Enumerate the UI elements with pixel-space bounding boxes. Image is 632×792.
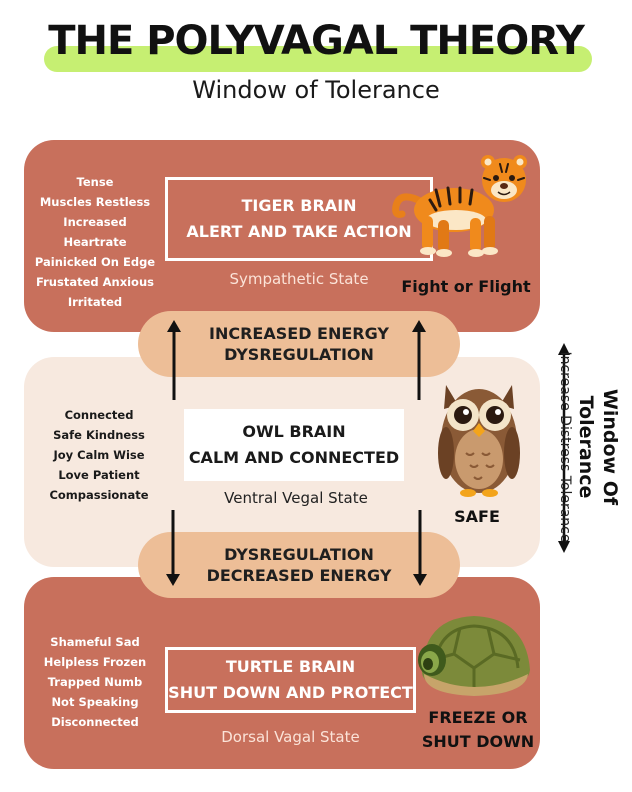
turtle-brain-title: TURTLE BRAIN	[225, 657, 356, 676]
owl-illustration-icon	[438, 385, 520, 497]
freeze-label-line1: FREEZE OR	[428, 708, 528, 727]
pill-down-line2: DECREASED ENERGY	[206, 566, 392, 585]
window-of-tolerance-title: Window Of Tolerance	[575, 388, 621, 506]
transition-pill-down: DYSREGULATION DECREASED ENERGY	[138, 532, 460, 598]
pill-down-line1: DYSREGULATION	[224, 545, 374, 564]
sympathetic-panel	[24, 140, 540, 332]
safe-label: SAFE	[454, 507, 500, 526]
ventral-feelings-list: Connected Safe Kindness Joy Calm Wise Lo…	[36, 405, 162, 505]
turtle-brain-description: SHUT DOWN AND PROTECT	[168, 683, 413, 702]
feeling-word: Not Speaking	[51, 695, 139, 709]
tiger-illustration-icon	[392, 155, 527, 257]
arrow-up-right-icon	[412, 320, 426, 400]
window-of-tolerance-subtitle: Increase Distress Tolerance	[557, 351, 573, 543]
arrow-down-left-icon	[166, 510, 180, 586]
header: THE POLYVAGAL THEORY	[0, 14, 632, 84]
dorsal-feelings-list: Shameful Sad Helpless Frozen Trapped Num…	[30, 632, 160, 732]
double-arrow-icon	[558, 343, 570, 553]
feeling-word: Compassionate	[49, 488, 149, 502]
feeling-word: Muscles Restless	[39, 195, 151, 209]
feeling-word: Shameful Sad	[50, 635, 140, 649]
window-of-tolerance-label: Window Of Tolerance Increase Distress To…	[548, 336, 628, 558]
arrow-up-left-icon	[167, 320, 181, 400]
freeze-label: FREEZE OR SHUT DOWN	[418, 706, 538, 754]
feeling-word: Frustated Anxious	[36, 275, 154, 289]
ventral-vegal-state-label: Ventral Vegal State	[224, 489, 368, 507]
feeling-word: Connected	[64, 408, 134, 422]
pill-up-line1: INCREASED ENERGY	[209, 324, 389, 343]
tiger-brain-box: TIGER BRAIN ALERT AND TAKE ACTION	[165, 177, 433, 261]
feeling-word: Joy Calm Wise	[53, 448, 145, 462]
feeling-word: Love Patient	[58, 468, 140, 482]
arrow-down-right-icon	[413, 510, 427, 586]
owl-brain-title: OWL BRAIN	[242, 422, 346, 441]
feeling-word: Disconnected	[51, 715, 139, 729]
freeze-label-line2: SHUT DOWN	[421, 732, 535, 751]
sympathetic-state-label: Sympathetic State	[229, 270, 369, 288]
turtle-illustration-icon	[418, 616, 530, 696]
pill-up-line2: DYSREGULATION	[224, 345, 374, 364]
page-subtitle: Window of Tolerance	[192, 76, 440, 104]
turtle-brain-box: TURTLE BRAIN SHUT DOWN AND PROTECT	[165, 647, 416, 713]
transition-pill-up: INCREASED ENERGY DYSREGULATION	[138, 311, 460, 377]
fight-or-flight-label: Fight or Flight	[401, 277, 531, 296]
owl-brain-box: OWL BRAIN CALM AND CONNECTED	[184, 409, 404, 481]
feeling-word: Helpless Frozen	[43, 655, 147, 669]
dorsal-vagal-state-label: Dorsal Vagal State	[221, 728, 360, 746]
feeling-word: Trapped Numb	[47, 675, 143, 689]
owl-brain-description: CALM AND CONNECTED	[188, 448, 400, 467]
page-title: THE POLYVAGAL THEORY	[48, 18, 585, 64]
title-highlight	[44, 46, 592, 72]
feeling-word: Safe Kindness	[53, 428, 145, 442]
tiger-brain-description: ALERT AND TAKE ACTION	[186, 222, 412, 241]
tiger-brain-title: TIGER BRAIN	[241, 196, 357, 215]
feeling-word: Tense	[76, 175, 114, 189]
sympathetic-feelings-list: Tense Muscles Restless Increased Heartra…	[30, 172, 160, 312]
feeling-word: Painicked On Edge	[34, 255, 156, 269]
feeling-word: Increased Heartrate	[63, 215, 127, 249]
feeling-word: Irritated	[67, 295, 123, 309]
